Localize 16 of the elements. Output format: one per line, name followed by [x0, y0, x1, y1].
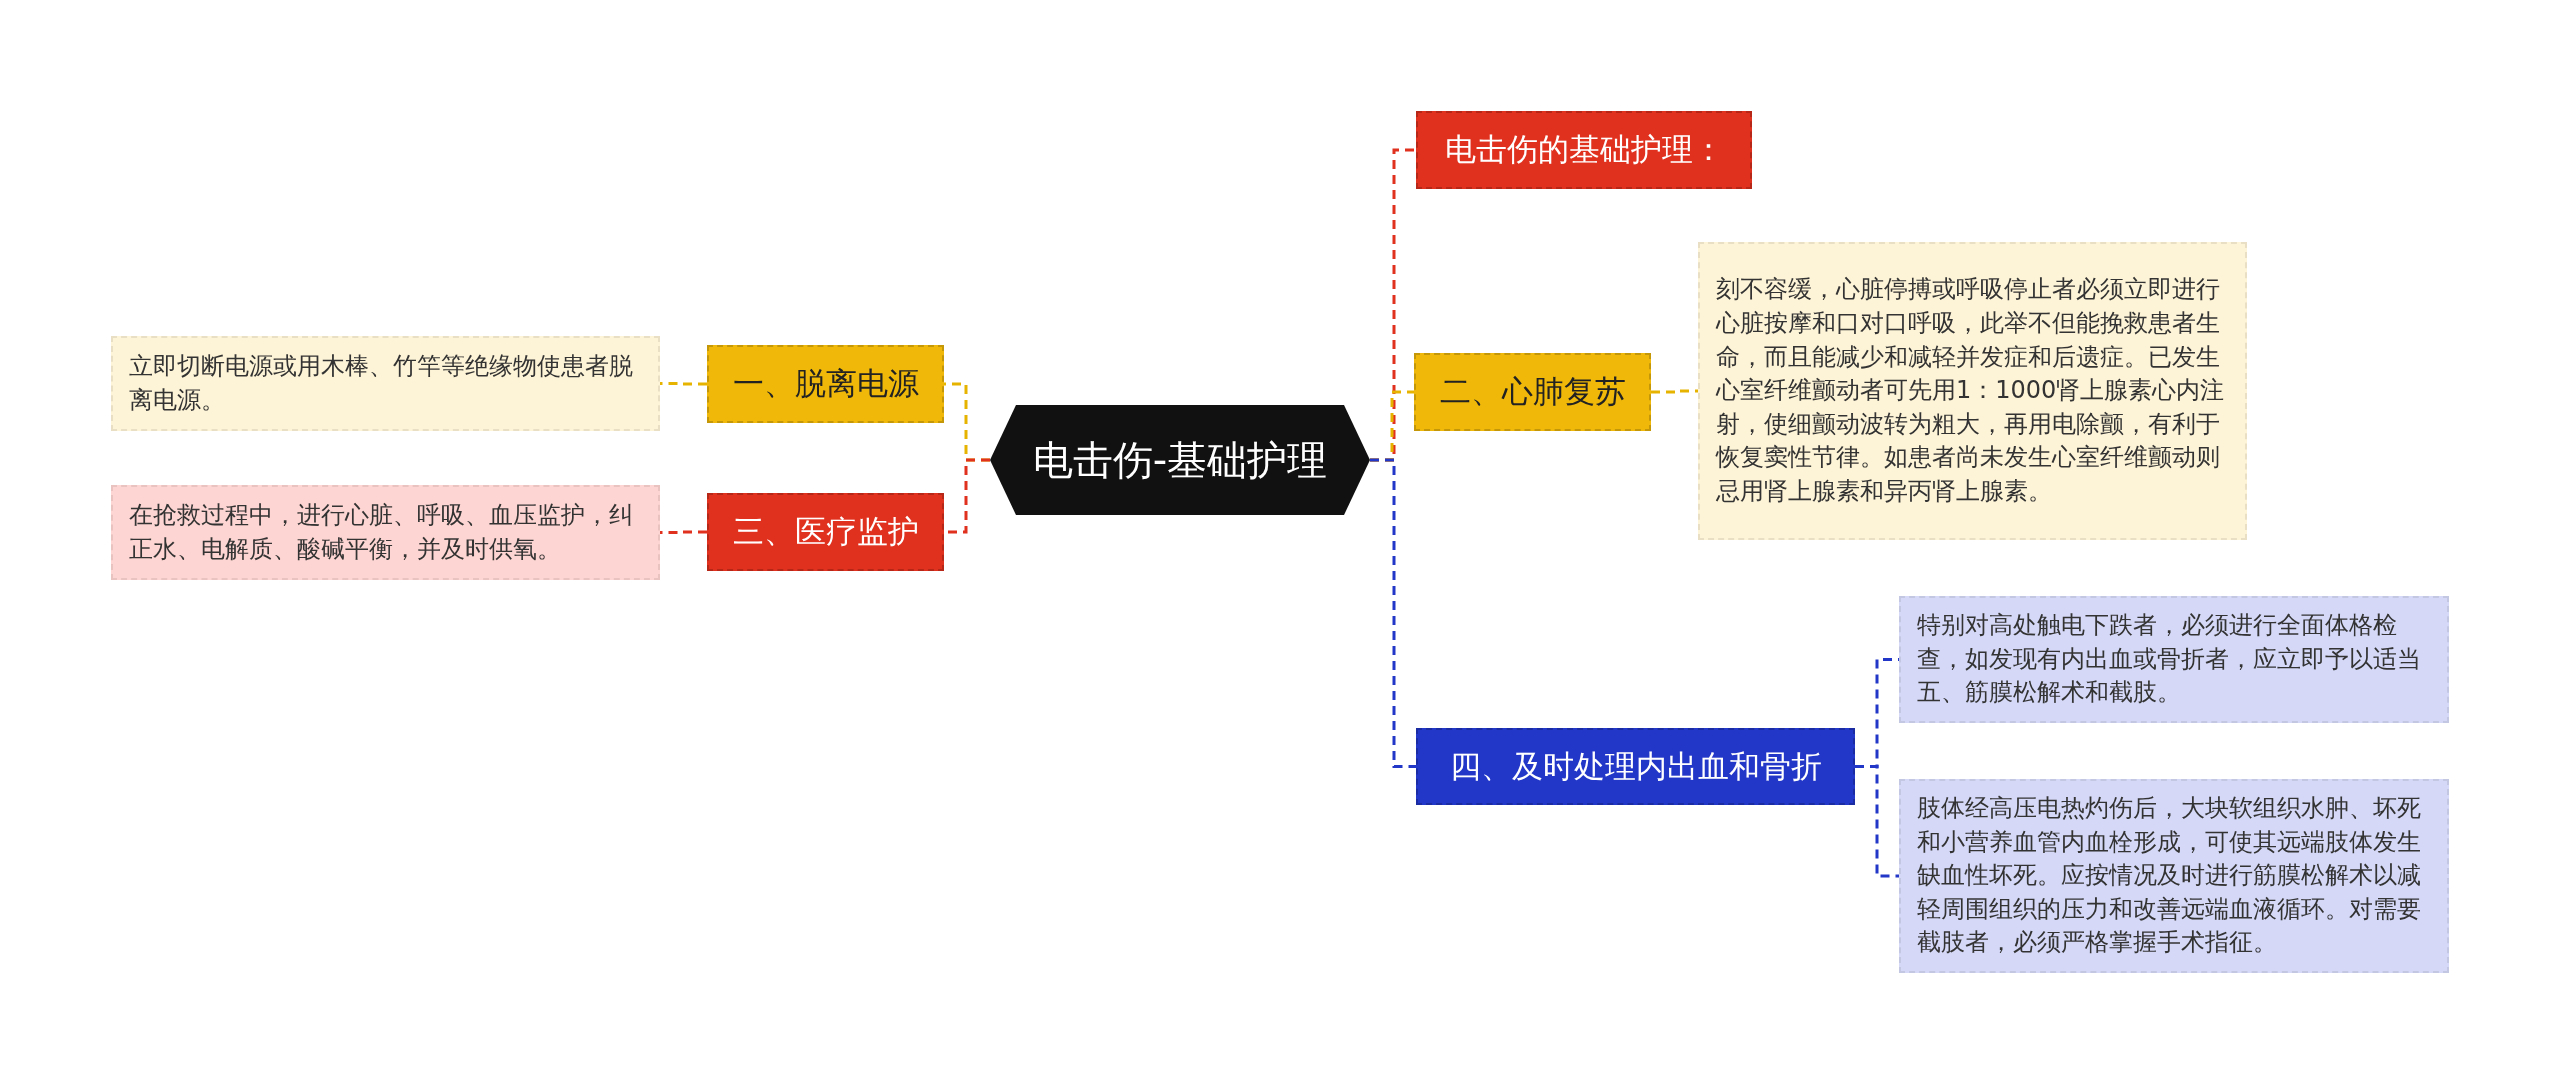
- topic-box: 一、脱离电源: [707, 345, 944, 423]
- connector: [660, 530, 707, 534]
- connector: [1370, 458, 1416, 768]
- topic-box: 三、医疗监护: [707, 493, 944, 571]
- note-box: 在抢救过程中，进行心脏、呼吸、血压监护，纠正水、电解质、酸碱平衡，并及时供氧。: [111, 485, 660, 580]
- connector: [660, 382, 707, 386]
- note-box: 特别对高处触电下跌者，必须进行全面体格检查，如发现有内出血或骨折者，应立即予以适当五、筋膜松解术和截肢。: [1899, 596, 2449, 723]
- connector: [1651, 389, 1698, 394]
- topic-box: 四、及时处理内出血和骨折: [1416, 728, 1855, 805]
- note-box: 肢体经高压电热灼伤后，大块软组织水肿、坏死和小营养血管内血栓形成，可使其远端肢体发生缺血性坏死。应按情况及时进行筋膜松解术以减轻周围组织的压力和改善远端血液循环。对需要截肢者，必须严格掌握手术指征。: [1899, 779, 2449, 973]
- topic-box: 电击伤的基础护理：: [1416, 111, 1752, 189]
- connector: [1855, 765, 1899, 878]
- topic-box: 二、心肺复苏: [1414, 353, 1651, 431]
- note-box: 刻不容缓，心脏停搏或呼吸停止者必须立即进行心脏按摩和口对口呼吸，此举不但能挽救患者生命，而且能减少和减轻并发症和后遗症。已发生心室纤维颤动者可先用1：1000肾上腺素心内注射，使细颤动波转为粗大，再用电除颤，有利于恢复窦性节律。如患者尚未发生心室纤维颤动则忌用肾上腺素和异丙肾上腺素。: [1698, 242, 2247, 540]
- central-topic: 电击伤-基础护理: [990, 405, 1370, 515]
- note-box: 立即切断电源或用木棒、竹竿等绝缘物使患者脱离电源。: [111, 336, 660, 431]
